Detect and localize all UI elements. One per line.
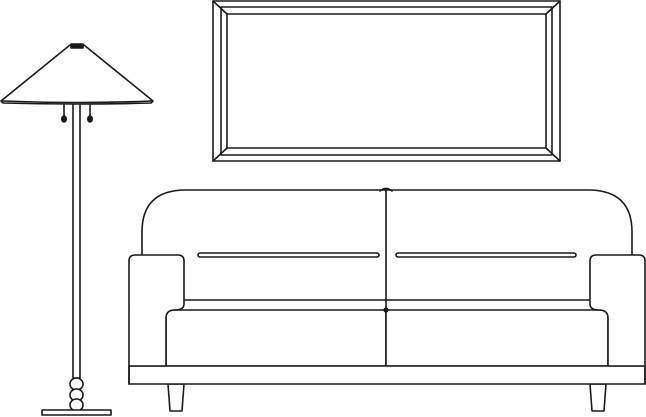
sofa-arm-right bbox=[590, 255, 645, 384]
seat-cushion-right bbox=[386, 310, 608, 366]
seat-cushion-left bbox=[166, 310, 386, 366]
frame-miter-bottom-left bbox=[213, 148, 227, 161]
lamp-shade-rim bbox=[3, 101, 151, 103]
sofa-backrest bbox=[142, 190, 632, 300]
lamp-pull-knob-right bbox=[88, 116, 92, 122]
sofa-leg-left bbox=[168, 384, 184, 411]
back-cushion-piping-right bbox=[396, 253, 576, 257]
frame-miter-top-left bbox=[213, 1, 227, 14]
picture-frame bbox=[213, 1, 560, 161]
lamp-finial bbox=[71, 44, 83, 48]
frame-miter-top-right bbox=[546, 1, 560, 14]
lamp-shade bbox=[1, 45, 153, 104]
back-cushion-piping-left bbox=[198, 253, 379, 257]
lamp-pole bbox=[73, 102, 80, 378]
sofa-base-rail bbox=[129, 366, 645, 384]
sofa-back-seam-top bbox=[380, 189, 392, 192]
sofa-arm-left bbox=[129, 255, 184, 384]
lamp-pull-knob-left bbox=[62, 116, 66, 122]
seat-center-button bbox=[384, 308, 388, 312]
lamp-base-plate bbox=[42, 410, 111, 415]
sofa-leg-right bbox=[590, 384, 606, 411]
frame-inner-edge bbox=[227, 14, 546, 148]
frame-miter-bottom-right bbox=[546, 148, 560, 161]
floor-lamp bbox=[1, 44, 153, 415]
sofa bbox=[129, 189, 645, 412]
